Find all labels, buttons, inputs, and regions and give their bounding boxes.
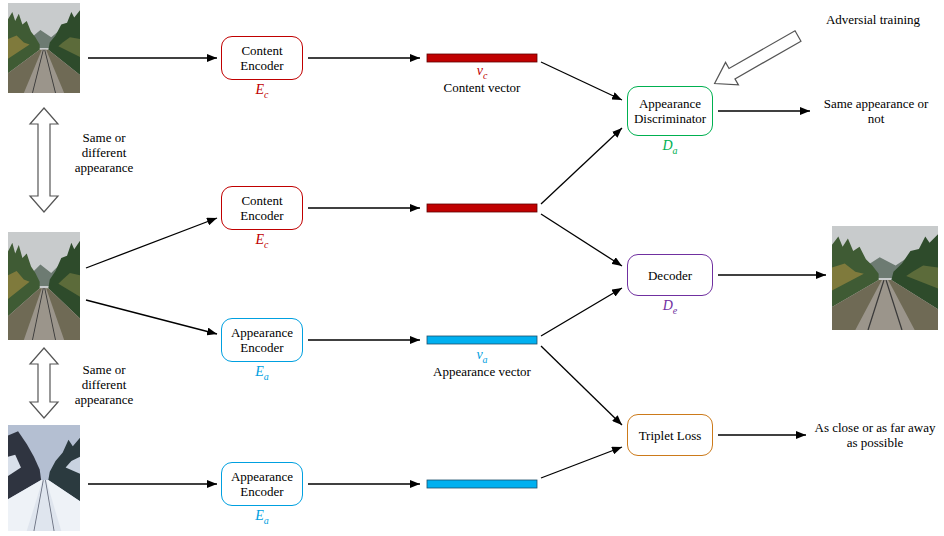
module-name: Content Encoder: [227, 193, 297, 223]
snowy-railway-photo: [8, 425, 80, 531]
flow-arrow: [541, 62, 622, 100]
relation-note: Same or different appearance: [75, 130, 133, 175]
flow-arrow: [541, 288, 622, 336]
appearance-vector-bar: [427, 480, 537, 488]
module-name: Decoder: [648, 268, 692, 283]
module-outline: Appearance Encoder: [221, 318, 303, 362]
module-name: Content Encoder: [227, 43, 297, 73]
module-symbol: Ea: [255, 364, 269, 385]
module-name: Appearance Encoder: [227, 325, 297, 355]
content-vector-bar: [427, 54, 537, 62]
symbol-letter: D: [662, 138, 672, 153]
vector-caption: Content vector: [444, 80, 521, 95]
flow-arrow: [718, 434, 806, 435]
appearance-encoder-box: Appearance EncoderEa: [221, 318, 303, 385]
module-symbol: Ea: [255, 508, 269, 529]
flow-arrow: [541, 447, 622, 478]
symbol-subscript: c: [264, 239, 268, 250]
vector-symbol: v: [477, 63, 483, 78]
symbol-subscript: c: [264, 89, 268, 100]
appearance-encoder-box: Appearance EncoderEa: [221, 462, 303, 529]
module-symbol: Ec: [255, 232, 268, 253]
flow-arrow: [308, 207, 420, 208]
content-encoder-box: Content EncoderEc: [221, 36, 303, 103]
symbol-subscript: e: [673, 305, 677, 316]
label-holder: va: [462, 347, 502, 367]
railway-photo: [8, 3, 80, 93]
label-holder: Appearance vector: [417, 364, 547, 379]
module-symbol: De: [663, 298, 678, 319]
flow-arrow: [308, 339, 420, 340]
content-encoder-box: Content EncoderEc: [221, 186, 303, 253]
discriminator-box: Appearance DiscriminatorDa: [627, 86, 713, 159]
module-outline: Appearance Encoder: [221, 462, 303, 506]
decoder-box: DecoderDe: [627, 254, 713, 319]
double-arrow: [30, 348, 58, 418]
module-outline: Content Encoder: [221, 36, 303, 80]
symbol-subscript: a: [264, 371, 269, 382]
label-holder: Content vector: [422, 80, 542, 95]
flow-arrow: [718, 110, 810, 111]
vector-subscript: a: [483, 354, 488, 365]
symbol-letter: E: [255, 364, 264, 379]
module-symbol: Ec: [255, 82, 268, 103]
label-holder: Adversial training: [806, 12, 940, 27]
flow-arrow: [86, 218, 217, 268]
symbol-subscript: a: [264, 515, 269, 526]
label-holder: Same appearance or not: [818, 96, 934, 126]
flow-arrow: [308, 483, 420, 484]
module-outline: Decoder: [627, 254, 713, 296]
training-note: Adversial training: [826, 12, 920, 27]
module-symbol: Da: [662, 138, 677, 159]
symbol-subscript: a: [673, 145, 678, 156]
content-vector-bar: [427, 204, 537, 212]
appearance-vector-bar: [427, 336, 537, 344]
flow-arrow: [86, 300, 217, 334]
label-holder: As close or as far away as possible: [812, 420, 938, 450]
railway-photo: [8, 232, 80, 340]
vector-subscript: c: [483, 70, 487, 81]
flow-arrow: [88, 57, 217, 58]
module-outline: Appearance Discriminator: [627, 86, 713, 136]
label-holder: vc: [462, 63, 502, 83]
flow-arrow: [718, 274, 826, 275]
symbol-letter: E: [255, 508, 264, 523]
flow-arrow: [541, 128, 622, 204]
symbol-letter: E: [255, 82, 264, 97]
flow-arrow: [88, 483, 217, 484]
module-outline: Content Encoder: [221, 186, 303, 230]
output-note: As close or as far away as possible: [815, 420, 936, 450]
triplet-loss-box: Triplet Loss: [627, 414, 713, 456]
reconstructed-photo: [832, 226, 938, 330]
flow-arrow: [541, 214, 622, 266]
vector-symbol: v: [476, 347, 482, 362]
label-holder: Same or different appearance: [62, 362, 146, 407]
module-name: Appearance Discriminator: [633, 96, 707, 126]
flow-arrow: [308, 57, 420, 58]
hollow-arrow: [708, 25, 804, 95]
flow-arrow: [541, 346, 622, 425]
double-arrow: [30, 108, 58, 212]
vector-caption: Appearance vector: [433, 364, 531, 379]
symbol-letter: E: [255, 232, 264, 247]
symbol-letter: D: [663, 298, 673, 313]
module-name: Appearance Encoder: [227, 469, 297, 499]
module-outline: Triplet Loss: [627, 414, 713, 456]
module-name: Triplet Loss: [639, 428, 702, 443]
label-holder: Same or different appearance: [62, 130, 146, 175]
output-note: Same appearance or not: [824, 96, 929, 126]
relation-note: Same or different appearance: [75, 362, 133, 407]
